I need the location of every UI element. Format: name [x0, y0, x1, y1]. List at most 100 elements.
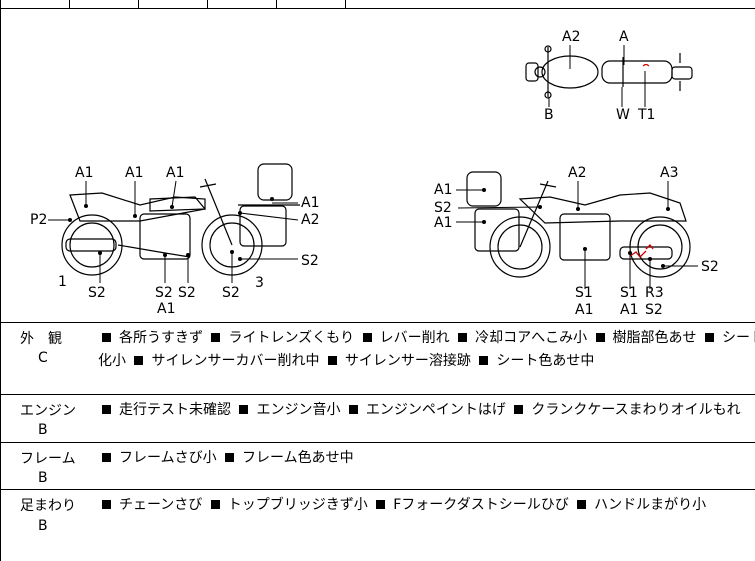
item: 樹脂部色あせ: [612, 330, 697, 346]
top-view-label: B: [544, 107, 554, 123]
left-border: [0, 0, 1, 561]
top-view-label: T1: [637, 107, 655, 123]
left-view-label: P2: [30, 212, 47, 228]
right-view-label: A1: [434, 182, 452, 198]
left-view-label: A2: [301, 212, 319, 228]
right-view-label: A1: [620, 302, 638, 318]
item: エンジンペイントはげ: [365, 402, 506, 418]
top-view-motorcycle: [525, 45, 693, 99]
right-view-label: S1: [620, 285, 638, 301]
item: フレームさび小: [119, 450, 217, 466]
motorcycle-damage-diagram: A2 A B W T1: [30, 29, 719, 318]
top-view-label: A2: [562, 29, 580, 45]
section-category-engine: エンジン: [20, 403, 76, 419]
header-bottom-border: [0, 8, 755, 9]
right-view-label: S2: [645, 302, 663, 318]
left-view-label: A1: [75, 165, 93, 181]
bullet-square-icon: [705, 333, 714, 342]
item: Fフォークダストシールひび: [393, 497, 569, 513]
left-view-label: S2: [178, 285, 196, 301]
bullet-square-icon: [210, 500, 220, 509]
left-view-label: S2: [88, 285, 106, 301]
top-view-leaders: [548, 45, 646, 107]
bullet-square-icon: [102, 405, 111, 414]
bullet-square-icon: [577, 500, 587, 509]
items-line: チェーンさび トップブリッジきず小 Fフォークダストシールひび ハンドルまがり小: [98, 494, 750, 517]
right-view-label: A2: [568, 165, 586, 181]
row-divider: [0, 489, 755, 490]
left-view-label: A1: [166, 165, 184, 181]
section-category-suspension: 足まわり: [20, 498, 76, 514]
item: レバー削れ: [379, 330, 450, 346]
bullet-square-icon: [595, 333, 605, 342]
bullet-square-icon: [458, 333, 468, 342]
right-view-label: A1: [434, 215, 452, 231]
bullet-square-icon: [376, 500, 386, 509]
bullet-square-icon: [327, 356, 337, 365]
header-divider: [345, 0, 346, 8]
left-view-leaders: [48, 180, 299, 283]
section-grade-frame: B: [38, 470, 48, 486]
header-divider: [207, 0, 208, 8]
header-divider: [138, 0, 139, 8]
item: ハンドルまがり小: [594, 497, 707, 513]
right-view-label: S1: [575, 285, 593, 301]
items-line: 走行テスト未確認 エンジン音小 エンジンペイントはげ クランクケースまわりオイル…: [98, 399, 750, 422]
row-divider: [0, 322, 755, 323]
item: サイレンサー溶接跡: [344, 353, 471, 369]
item: トップブリッジきず小: [227, 497, 368, 513]
bullet-square-icon: [348, 405, 358, 414]
item: エンジン音小: [256, 402, 341, 418]
row-divider: [0, 442, 755, 443]
section-category-exterior: 外 観: [20, 331, 62, 347]
right-view-label: A3: [660, 165, 678, 181]
item: サイレンサーカバー削れ中: [151, 353, 320, 369]
damage-marks: [629, 244, 654, 258]
header-divider: [69, 0, 70, 8]
left-view-label: 3: [255, 275, 264, 291]
item: 化小: [98, 353, 126, 369]
item: シート硬: [722, 330, 755, 346]
right-side-view-motorcycle: [466, 171, 691, 278]
item: チェーンさび: [119, 497, 203, 513]
section-items-suspension: チェーンさび トップブリッジきず小 Fフォークダストシールひび ハンドルまがり小: [98, 494, 750, 517]
left-view-label: S2: [222, 285, 240, 301]
section-category-frame: フレーム: [20, 451, 76, 467]
section-items-engine: 走行テスト未確認 エンジン音小 エンジンペイントはげ クランクケースまわりオイル…: [98, 399, 750, 422]
bullet-square-icon: [134, 356, 144, 365]
item: 走行テスト未確認: [119, 402, 231, 418]
items-line: 各所うすきず ライトレンズくもり レバー削れ 冷却コアへこみ小 樹脂部色あせ シ…: [98, 327, 755, 350]
left-view-label: S2: [155, 285, 173, 301]
top-view-label: A: [619, 29, 629, 45]
section-grade-suspension: B: [38, 518, 48, 534]
right-view-label: S2: [434, 200, 452, 216]
right-view-label: S2: [701, 259, 719, 275]
left-view-label: A1: [301, 195, 319, 211]
items-line: 化小 サイレンサーカバー削れ中 サイレンサー溶接跡 シート色あせ中: [98, 350, 750, 373]
top-view-label: W: [616, 107, 630, 123]
items-line: フレームさび小 フレーム色あせ中: [98, 447, 750, 470]
item: クランクケースまわりオイルもれ: [531, 402, 741, 418]
bullet-square-icon: [479, 356, 489, 365]
section-items-exterior: 各所うすきず ライトレンズくもり レバー削れ 冷却コアへこみ小 樹脂部色あせ シ…: [98, 327, 755, 373]
left-view-label: 1: [58, 274, 67, 290]
bullet-square-icon: [362, 333, 372, 342]
bullet-square-icon: [211, 333, 221, 342]
bullet-square-icon: [225, 453, 235, 462]
left-view-label: A1: [125, 165, 143, 181]
bullet-square-icon: [102, 333, 111, 342]
item: シート色あせ中: [496, 353, 595, 369]
right-view-leaders: [456, 181, 698, 289]
bullet-square-icon: [514, 405, 524, 414]
bullet-square-icon: [102, 453, 111, 462]
item: ライトレンズくもり: [228, 330, 355, 346]
right-view-label: R3: [645, 285, 664, 301]
section-grade-exterior: C: [38, 350, 48, 366]
item: 冷却コアへこみ小: [475, 330, 588, 346]
header-divider: [276, 0, 277, 8]
section-items-frame: フレームさび小 フレーム色あせ中: [98, 447, 750, 470]
item: フレーム色あせ中: [242, 450, 354, 466]
row-divider: [0, 394, 755, 395]
left-view-label: A1: [157, 301, 175, 317]
left-view-label: S2: [301, 253, 319, 269]
